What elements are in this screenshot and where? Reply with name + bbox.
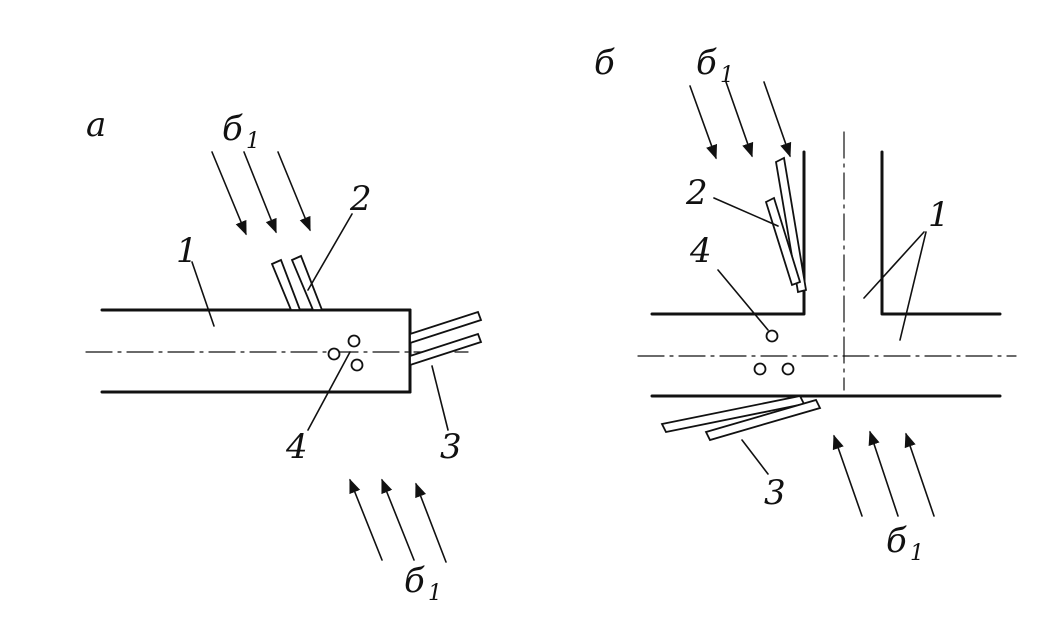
panel-b-stress-label-bottom: б 1 — [886, 521, 924, 566]
stress-arrow — [763, 81, 792, 158]
panel-a-stress-label-top: б 1 — [222, 109, 260, 154]
leader-line — [713, 197, 779, 227]
panel-a-member — [85, 308, 469, 394]
leader-line — [307, 351, 351, 431]
leader-line — [741, 439, 769, 475]
fin-plate — [290, 254, 324, 311]
panel-b-tee-member — [637, 131, 1017, 398]
fin-plate — [270, 258, 302, 311]
tee-right-corner — [880, 150, 1002, 316]
panel-b-stress-arrows-top — [689, 81, 792, 160]
panel-b-letter: б — [594, 43, 615, 83]
panel-a-label-3: 3 — [440, 427, 462, 467]
panel-a-stress-arrows-top — [211, 151, 311, 236]
stress-arrow — [725, 81, 754, 158]
panel-a-letter: a — [86, 105, 106, 145]
panel-a-upper-fins — [270, 254, 324, 311]
panel-b-stress-subscript-bottom: 1 — [910, 541, 924, 566]
panel-b-stress-label-top: б 1 — [696, 43, 734, 88]
panel-a: a б 1 — [85, 105, 483, 606]
panel-b-label-3: 3 — [764, 473, 786, 513]
stress-arrow — [415, 482, 447, 563]
panel-b-upper-fins — [764, 156, 808, 294]
hole — [753, 362, 767, 376]
panel-b-lower-fins — [660, 394, 822, 442]
fin-plate — [764, 196, 802, 287]
stress-arrow — [277, 151, 311, 232]
panel-a-label-2: 2 — [349, 179, 372, 219]
tee-left-corner — [650, 150, 806, 316]
fin-plate — [409, 332, 483, 367]
stress-arrow — [381, 478, 415, 561]
leader-line — [899, 231, 927, 341]
panel-b-holes — [753, 329, 795, 376]
panel-a-stress-arrows-bottom — [349, 478, 447, 563]
leader-line — [307, 213, 353, 291]
hole — [350, 358, 364, 372]
panel-b-stress-subscript-top: 1 — [720, 63, 734, 88]
panel-a-stress-label-bottom: б 1 — [404, 561, 442, 606]
panel-a-label-1: 1 — [176, 231, 198, 271]
fin-plate — [409, 310, 483, 345]
stress-arrow — [243, 151, 277, 234]
panel-a-holes — [327, 334, 364, 372]
panel-b-stress-symbol-bottom: б — [886, 521, 907, 561]
panel-b-stress-arrows-bottom — [832, 430, 935, 517]
hole — [347, 334, 361, 348]
stress-arrow — [211, 151, 247, 236]
leader-line — [431, 365, 449, 431]
leader-line — [717, 269, 769, 331]
stress-arrow — [868, 430, 899, 517]
panel-b: б б 1 — [594, 43, 1017, 566]
hole — [327, 347, 341, 361]
hole — [781, 362, 795, 376]
hole — [765, 329, 779, 343]
stress-arrow — [689, 85, 718, 160]
leader-line — [191, 261, 215, 327]
panel-b-stress-symbol-top: б — [696, 43, 717, 83]
panel-a-label-4: 4 — [285, 427, 308, 467]
stress-arrow — [349, 478, 383, 561]
panel-b-label-4: 4 — [689, 231, 712, 271]
fin-plate — [704, 398, 822, 442]
leader-line — [863, 231, 925, 299]
stress-arrow — [832, 434, 863, 517]
panel-a-stress-symbol-top: б — [222, 109, 243, 149]
panel-b-label-2: 2 — [685, 173, 708, 213]
fin-plate — [775, 156, 808, 294]
panel-a-stress-subscript-top: 1 — [246, 129, 260, 154]
panel-a-stress-subscript-bottom: 1 — [428, 581, 442, 606]
panel-b-label-1: 1 — [928, 195, 950, 235]
panel-a-stress-symbol-bottom: б — [404, 561, 425, 601]
stress-arrow — [904, 432, 935, 517]
panel-a-side-fins — [409, 310, 483, 367]
